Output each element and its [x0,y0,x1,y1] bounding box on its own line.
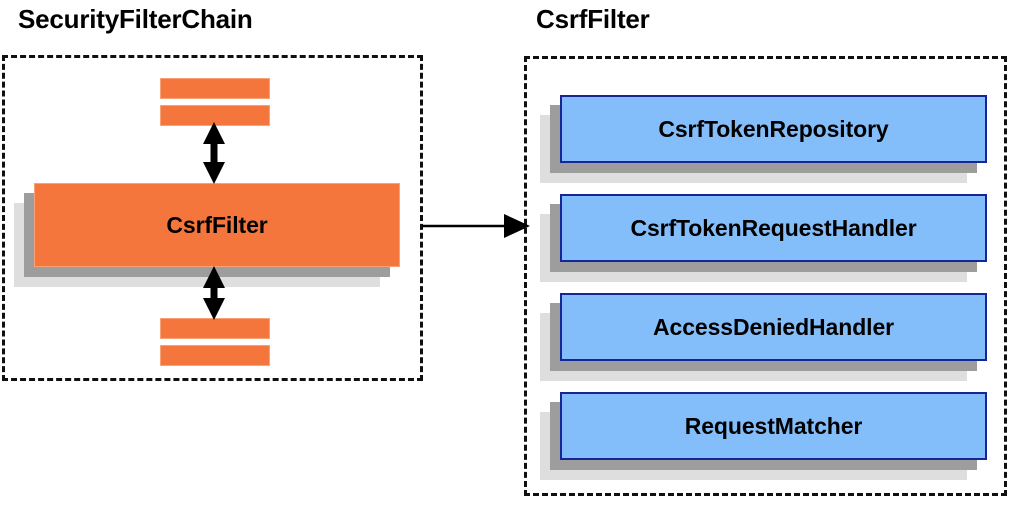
collaborator-box-csrf-token-request-handler[interactable]: CsrfTokenRequestHandler [540,194,987,282]
collaborator-face: CsrfTokenRepository [560,95,987,163]
filter-bar-above-2 [160,105,270,126]
collaborator-box-access-denied-handler[interactable]: AccessDeniedHandler [540,293,987,381]
filter-bar-below-2 [160,345,270,366]
collaborator-label: CsrfTokenRepository [658,115,889,142]
csrf-filter-box[interactable]: CsrfFilter [14,183,400,287]
collaborator-face: RequestMatcher [560,392,987,460]
csrf-filter-detail-panel [524,56,1007,496]
filter-bar-above-1 [160,78,270,99]
expansion-arrow-right-icon [422,214,530,238]
csrf-filter-face: CsrfFilter [34,183,400,267]
security-filter-chain-panel [2,55,423,381]
page-title-security-filter-chain: SecurityFilterChain [18,4,253,34]
collaborator-box-csrf-token-repository[interactable]: CsrfTokenRepository [540,95,987,183]
collaborator-box-request-matcher[interactable]: RequestMatcher [540,392,987,480]
collaborator-label: CsrfTokenRequestHandler [630,214,917,241]
collaborator-label: AccessDeniedHandler [653,313,894,340]
collaborator-face: CsrfTokenRequestHandler [560,194,987,262]
collaborator-label: RequestMatcher [684,412,863,439]
page-title-csrf-filter: CsrfFilter [536,4,650,34]
collaborator-face: AccessDeniedHandler [560,293,987,361]
filter-bar-below-1 [160,318,270,339]
csrf-filter-label: CsrfFilter [166,211,268,238]
